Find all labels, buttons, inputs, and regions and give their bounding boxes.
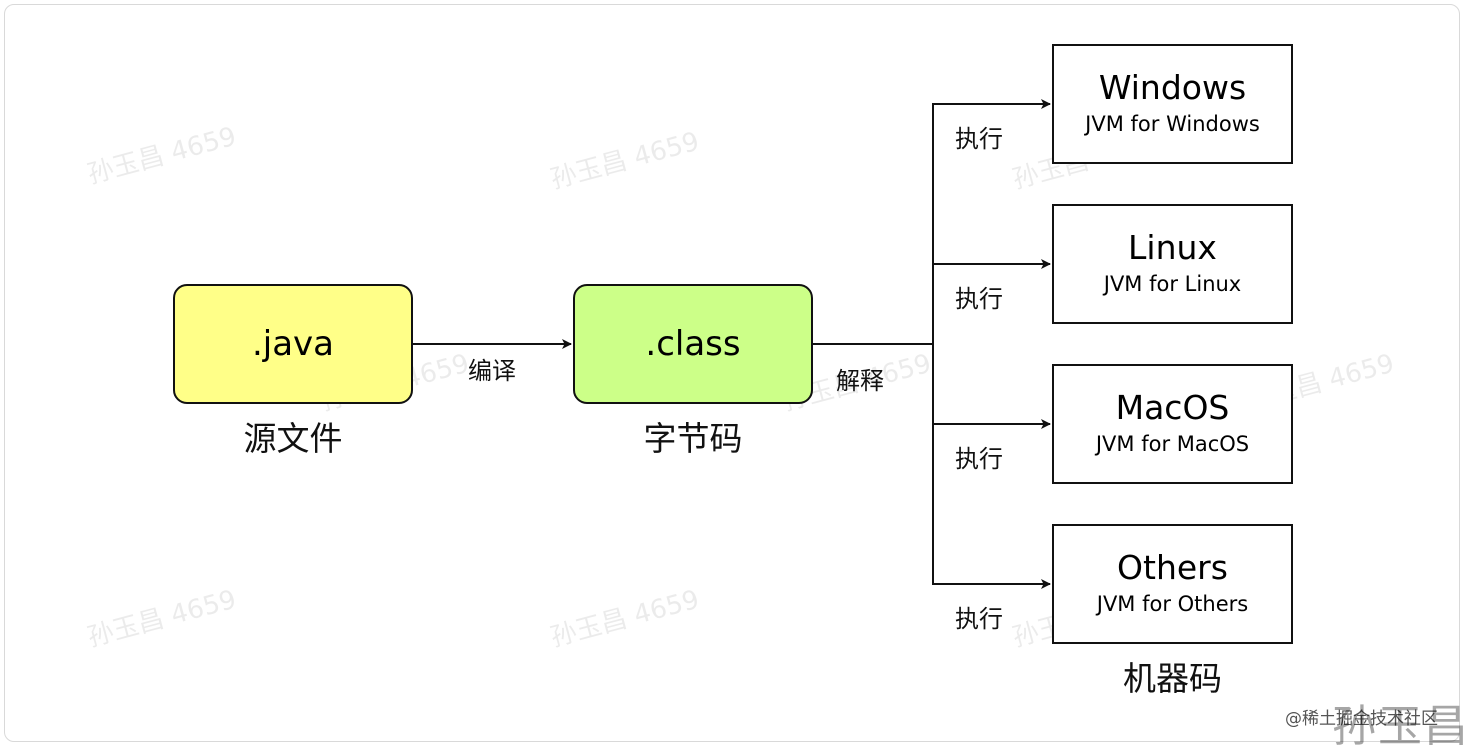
platform-node-others: Others JVM for Others xyxy=(1052,524,1293,644)
class-bytecode-label: .class xyxy=(645,324,741,364)
execute-label-windows: 执行 xyxy=(955,125,1003,153)
platform-node-linux: Linux JVM for Linux xyxy=(1052,204,1293,324)
bytecode-caption: 字节码 xyxy=(643,419,743,458)
platform-node-macos: MacOS JVM for MacOS xyxy=(1052,364,1293,484)
platform-jvm: JVM for MacOS xyxy=(1095,432,1250,456)
interpret-label: 解释 xyxy=(836,367,884,395)
source-caption: 源文件 xyxy=(243,419,343,458)
author-watermark: 孙玉昌 xyxy=(1332,701,1466,752)
platform-jvm: JVM for Linux xyxy=(1103,272,1242,296)
compile-label: 编译 xyxy=(468,357,516,385)
platform-name: Others xyxy=(1117,548,1228,587)
platform-name: MacOS xyxy=(1115,388,1230,427)
execute-label-macos: 执行 xyxy=(955,445,1003,473)
execute-label-others: 执行 xyxy=(955,605,1003,633)
machine-code-caption: 机器码 xyxy=(1123,659,1222,698)
execute-label-linux: 执行 xyxy=(955,285,1003,313)
java-source-node: .java xyxy=(173,284,413,404)
platform-jvm: JVM for Others xyxy=(1096,592,1249,616)
platform-credit: @稀土掘金技术社区 xyxy=(1285,709,1438,729)
java-source-label: .java xyxy=(251,324,335,364)
platform-node-windows: Windows JVM for Windows xyxy=(1052,44,1293,164)
platform-jvm: JVM for Windows xyxy=(1085,112,1260,136)
class-bytecode-node: .class xyxy=(573,284,813,404)
platform-name: Linux xyxy=(1128,228,1217,267)
platform-name: Windows xyxy=(1098,68,1247,107)
